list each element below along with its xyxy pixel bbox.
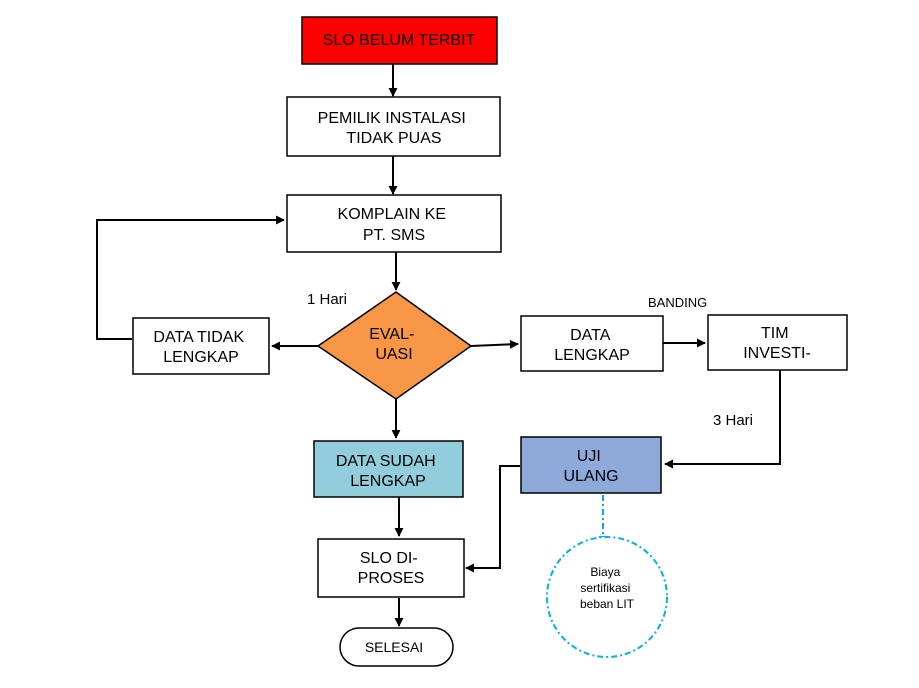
arrow-evaluasi-to-datalengkap <box>470 339 519 349</box>
node-shape <box>520 436 662 494</box>
node-label-line: SLO DI- <box>360 550 418 567</box>
node-data-tidak-lengkap: DATA TIDAK LENGKAP <box>132 317 270 375</box>
node-shape <box>546 536 668 658</box>
node-label: SELESAI <box>365 639 423 655</box>
node-label: TIM INVESTI- <box>743 325 811 362</box>
node-shape <box>132 317 270 375</box>
arrow-tim-to-uji <box>664 370 781 469</box>
node-label-line: EVAL- <box>369 326 414 343</box>
node-shape <box>339 627 454 667</box>
node-label: KOMPLAIN KE PT. SMS <box>338 206 451 244</box>
node-slo-belum-terbit: SLO BELUM TERBIT <box>301 16 498 65</box>
node-shape <box>316 291 473 400</box>
node-label-line: DATA SUDAH <box>336 453 436 470</box>
node-label-line: INVESTI- <box>743 345 811 362</box>
node-selesai: SELESAI <box>339 627 454 667</box>
node-label: SLO DI- PROSES <box>358 550 425 587</box>
node-label-line: ULANG <box>563 468 618 485</box>
node-label-line: KOMPLAIN KE <box>338 206 446 223</box>
node-data-sudah-lengkap: DATA SUDAH LENGKAP <box>313 440 464 498</box>
node-label-line: DATA TIDAK <box>153 329 244 346</box>
node-biaya-sertifikasi: Biaya sertifikasi beban LIT <box>546 536 668 658</box>
node-label-line: Biaya <box>590 565 620 579</box>
arrow-datatidak-loop-to-komplain <box>96 215 285 340</box>
node-shape <box>286 194 502 253</box>
node-label-line: PROSES <box>358 570 425 587</box>
node-label-line: PEMILIK INSTALASI <box>318 110 466 127</box>
arrow-uji-to-slodiproses <box>465 465 520 573</box>
node-shape <box>313 440 464 498</box>
node-label-line: sertifikasi <box>580 581 630 595</box>
node-shape <box>520 315 664 372</box>
node-label-line: DATA <box>570 327 611 344</box>
node-label-line: TIDAK PUAS <box>346 130 441 147</box>
label-one-day: 1 Hari <box>307 291 347 308</box>
label-three-days: 3 Hari <box>713 412 753 429</box>
node-label-line: beban LIT <box>580 597 635 611</box>
node-label: Biaya sertifikasi beban LIT <box>580 565 635 611</box>
node-label-line: LENGKAP <box>163 349 239 366</box>
node-label-line: LENGKAP <box>350 473 426 490</box>
node-label-line: UJI <box>577 448 601 465</box>
node-shape <box>286 96 501 157</box>
node-label-line: PT. SMS <box>363 227 425 244</box>
node-uji-ulang: UJI ULANG <box>520 436 662 494</box>
node-label: UJI ULANG <box>563 448 618 485</box>
node-label-line: SLO BELUM TERBIT <box>323 32 476 49</box>
node-tim-investigasi: TIM INVESTI- <box>707 314 848 371</box>
node-label-line: SELESAI <box>365 639 423 655</box>
node-shape <box>707 314 848 371</box>
node-pemilik-instalasi: PEMILIK INSTALASI TIDAK PUAS <box>286 96 501 157</box>
node-label-line: LENGKAP <box>554 347 630 364</box>
label-banding: BANDING <box>648 295 707 310</box>
node-label-line: UASI <box>375 346 412 363</box>
node-komplain: KOMPLAIN KE PT. SMS <box>286 194 502 253</box>
node-label: SLO BELUM TERBIT <box>323 32 476 49</box>
node-shape <box>317 538 465 598</box>
node-label: PEMILIK INSTALASI TIDAK PUAS <box>318 110 471 147</box>
node-evaluasi: EVAL- UASI <box>316 291 473 400</box>
connectors <box>96 64 781 627</box>
node-shape <box>301 16 498 65</box>
node-data-lengkap: DATA LENGKAP <box>520 315 664 372</box>
node-label: DATA TIDAK LENGKAP <box>153 329 248 366</box>
node-label: DATA SUDAH LENGKAP <box>336 453 440 490</box>
node-label: DATA LENGKAP <box>554 327 630 364</box>
node-label: EVAL- UASI <box>369 326 419 363</box>
node-slo-diproses: SLO DI- PROSES <box>317 538 465 598</box>
node-label-line: TIM <box>761 325 789 342</box>
